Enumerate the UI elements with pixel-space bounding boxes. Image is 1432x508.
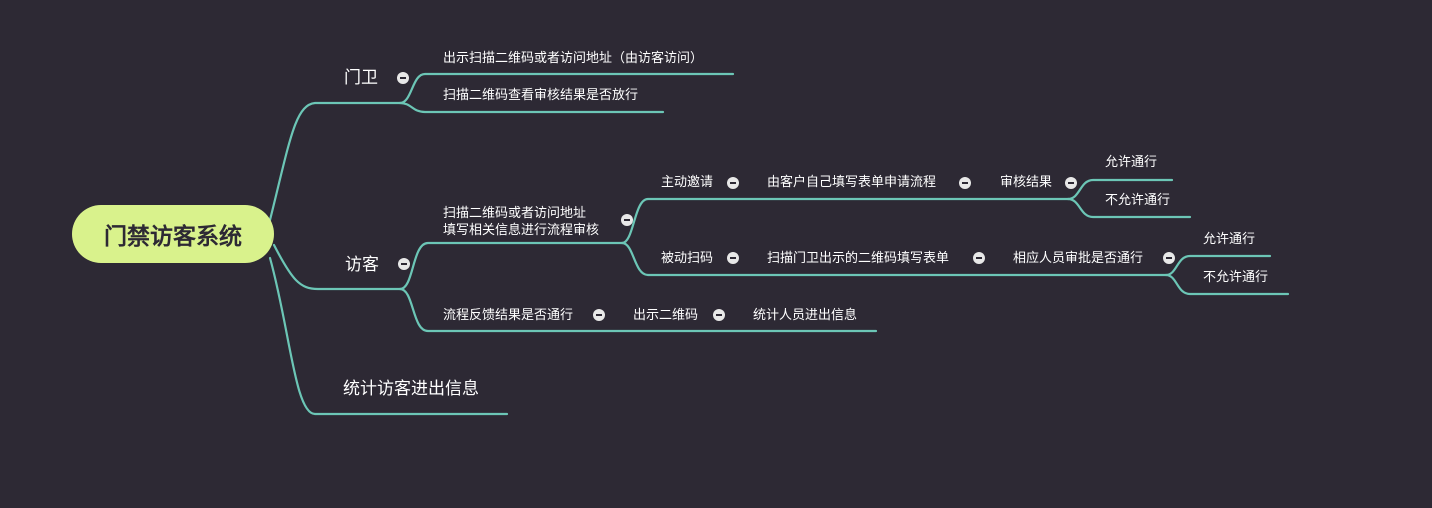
- edge-passive-deny: [1164, 273, 1290, 296]
- collapse-visitor-icon[interactable]: [398, 258, 410, 270]
- node-visitor[interactable]: 访客: [345, 255, 379, 275]
- node-show-qr[interactable]: 出示二维码: [633, 308, 699, 323]
- node-active-fill-form[interactable]: 由客户自己填写表单申请流程: [767, 175, 937, 190]
- node-guard[interactable]: 门卫: [344, 68, 378, 88]
- node-visitor-stats[interactable]: 统计访客进出信息: [343, 379, 479, 399]
- edge-process-active: [620, 197, 1070, 245]
- node-active-allow[interactable]: 允许通行: [1105, 155, 1158, 170]
- collapse-approve-icon[interactable]: [1163, 252, 1175, 264]
- edge-root-guard: [268, 101, 402, 222]
- edge-passive-allow: [1164, 254, 1272, 277]
- node-active-deny[interactable]: 不允许通行: [1105, 193, 1171, 208]
- edge-guard-1: [398, 72, 735, 105]
- edge-active-allow: [1066, 178, 1174, 201]
- edge-active-deny: [1066, 197, 1192, 219]
- edge-root-visitor: [272, 243, 402, 291]
- node-active-invite[interactable]: 主动邀请: [661, 175, 714, 190]
- root-node[interactable]: 门禁访客系统: [72, 205, 274, 263]
- collapse-active-icon[interactable]: [727, 177, 739, 189]
- edge-root-stats: [268, 256, 509, 416]
- node-review-result[interactable]: 审核结果: [1000, 175, 1053, 190]
- edge-visitor-feedback: [398, 287, 878, 333]
- collapse-feedback-icon[interactable]: [593, 309, 605, 321]
- node-feedback[interactable]: 流程反馈结果是否通行: [443, 308, 574, 323]
- collapse-review-icon[interactable]: [1065, 177, 1077, 189]
- node-visitor-process[interactable]: 扫描二维码或者访问地址 填写相关信息进行流程审核: [443, 206, 600, 238]
- collapse-process-icon[interactable]: [621, 214, 633, 226]
- edge-process-passive: [620, 241, 1168, 277]
- node-passive-deny[interactable]: 不允许通行: [1203, 270, 1269, 285]
- node-record-stats[interactable]: 统计人员进出信息: [753, 308, 858, 323]
- edge-visitor-process: [398, 241, 624, 291]
- collapse-passive-icon[interactable]: [727, 252, 739, 264]
- node-passive-scan[interactable]: 被动扫码: [661, 251, 714, 266]
- node-guard-scan-result[interactable]: 扫描二维码查看审核结果是否放行: [443, 88, 639, 103]
- node-passive-approve[interactable]: 相应人员审批是否通行: [1013, 251, 1144, 266]
- collapse-passive-step-icon[interactable]: [973, 252, 985, 264]
- node-passive-allow[interactable]: 允许通行: [1203, 232, 1256, 247]
- node-guard-show-qr[interactable]: 出示扫描二维码或者访问地址（由访客访问）: [443, 51, 704, 66]
- collapse-guard-icon[interactable]: [397, 72, 409, 84]
- edge-guard-2: [398, 101, 665, 114]
- collapse-active-step-icon[interactable]: [959, 177, 971, 189]
- collapse-show-qr-icon[interactable]: [713, 309, 725, 321]
- node-passive-scan-form[interactable]: 扫描门卫出示的二维码填写表单: [767, 251, 950, 266]
